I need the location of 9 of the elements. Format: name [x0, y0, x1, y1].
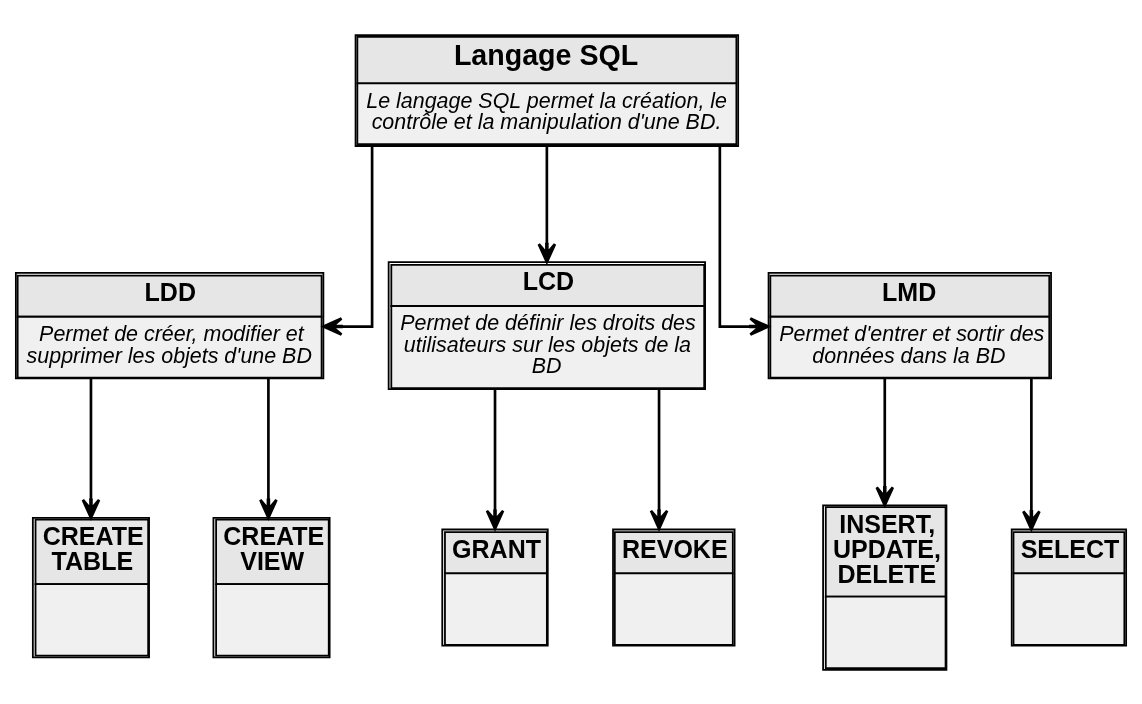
arrow — [537, 145, 557, 263]
arrow — [1022, 378, 1041, 531]
arrow — [718, 146, 770, 336]
arrow — [81, 378, 101, 519]
arrow — [322, 146, 374, 336]
arrow — [875, 378, 895, 507]
arrow — [485, 389, 505, 530]
arrow — [649, 389, 669, 530]
arrow — [259, 378, 278, 519]
